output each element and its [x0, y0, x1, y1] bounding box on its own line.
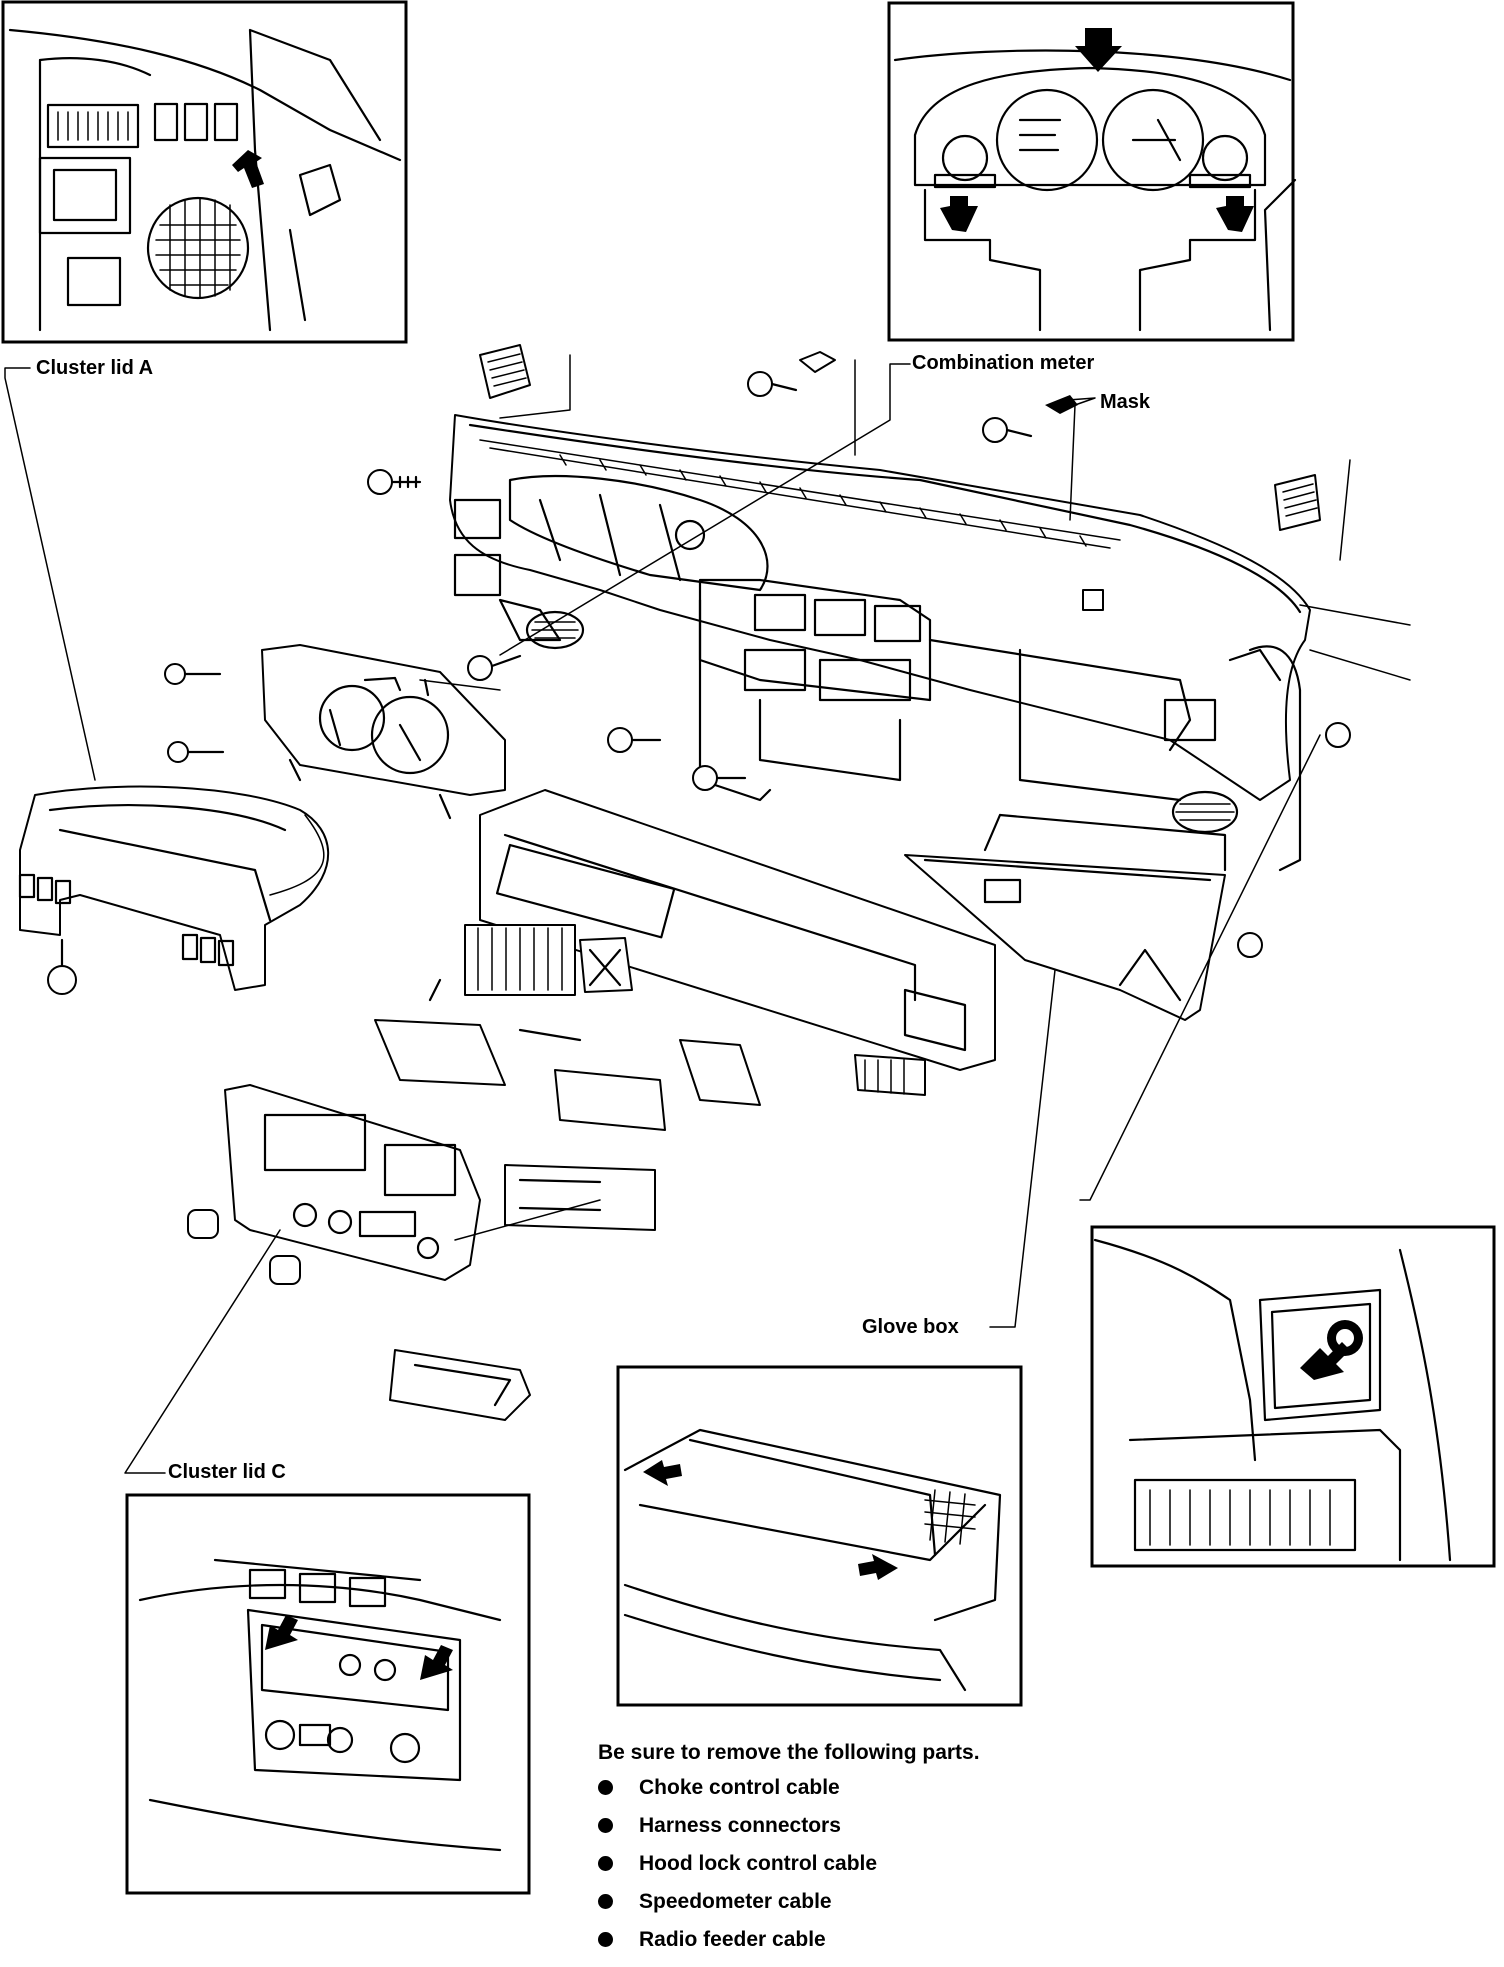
label-cluster-lid-c: Cluster lid C	[168, 1461, 286, 1483]
label-cluster-lid-a: Cluster lid A	[36, 357, 154, 379]
inset-cluster-lid-a	[1, 0, 408, 344]
list-item: Hood lock control cable	[598, 1853, 1198, 1891]
bullet-icon	[598, 1780, 613, 1795]
list-item: Choke control cable	[598, 1777, 1198, 1815]
leader-lines	[4, 354, 1411, 1474]
ashtray-part	[389, 1349, 531, 1421]
list-item: Harness connectors	[598, 1815, 1198, 1853]
list-item-text: Harness connectors	[639, 1814, 841, 1837]
list-item: Radio feeder cable	[598, 1929, 1198, 1967]
inset-cluster-lid-c	[125, 1493, 531, 1895]
label-mask: Mask	[1100, 391, 1151, 413]
inset-glove-box-side	[1090, 1225, 1496, 1568]
list-item-text: Hood lock control cable	[639, 1852, 878, 1875]
center-parts	[374, 924, 926, 1231]
bullet-icon	[598, 1856, 613, 1871]
glove-box-part	[904, 813, 1227, 1021]
side-vent-left	[479, 344, 531, 399]
list-item-text: Radio feeder cable	[639, 1928, 826, 1951]
label-combination-meter: Combination meter	[912, 352, 1095, 374]
cluster-lid-c-part	[224, 1084, 481, 1281]
list-item: Speedometer cable	[598, 1891, 1198, 1929]
bullet-icon	[598, 1932, 613, 1947]
list-item-text: Choke control cable	[639, 1776, 840, 1799]
lower-trim-panel	[479, 789, 996, 1071]
screws	[47, 371, 1351, 1285]
removal-note: Be sure to remove the following parts. C…	[598, 1742, 1198, 1967]
inset-glove-box-bottom	[616, 1365, 1023, 1707]
bullet-icon	[598, 1818, 613, 1833]
note-list: Choke control cable Harness connectors H…	[598, 1777, 1198, 1967]
cluster-lid-a-part	[18, 785, 330, 991]
list-item-text: Speedometer cable	[639, 1890, 832, 1913]
clip-top-center	[799, 351, 836, 373]
bullet-icon	[598, 1894, 613, 1909]
note-heading: Be sure to remove the following parts.	[598, 1741, 980, 1764]
label-glove-box: Glove box	[862, 1316, 959, 1338]
side-vent-right	[1274, 474, 1321, 531]
inset-combination-meter	[887, 1, 1297, 342]
instrument-panel-assembly	[449, 395, 1311, 872]
